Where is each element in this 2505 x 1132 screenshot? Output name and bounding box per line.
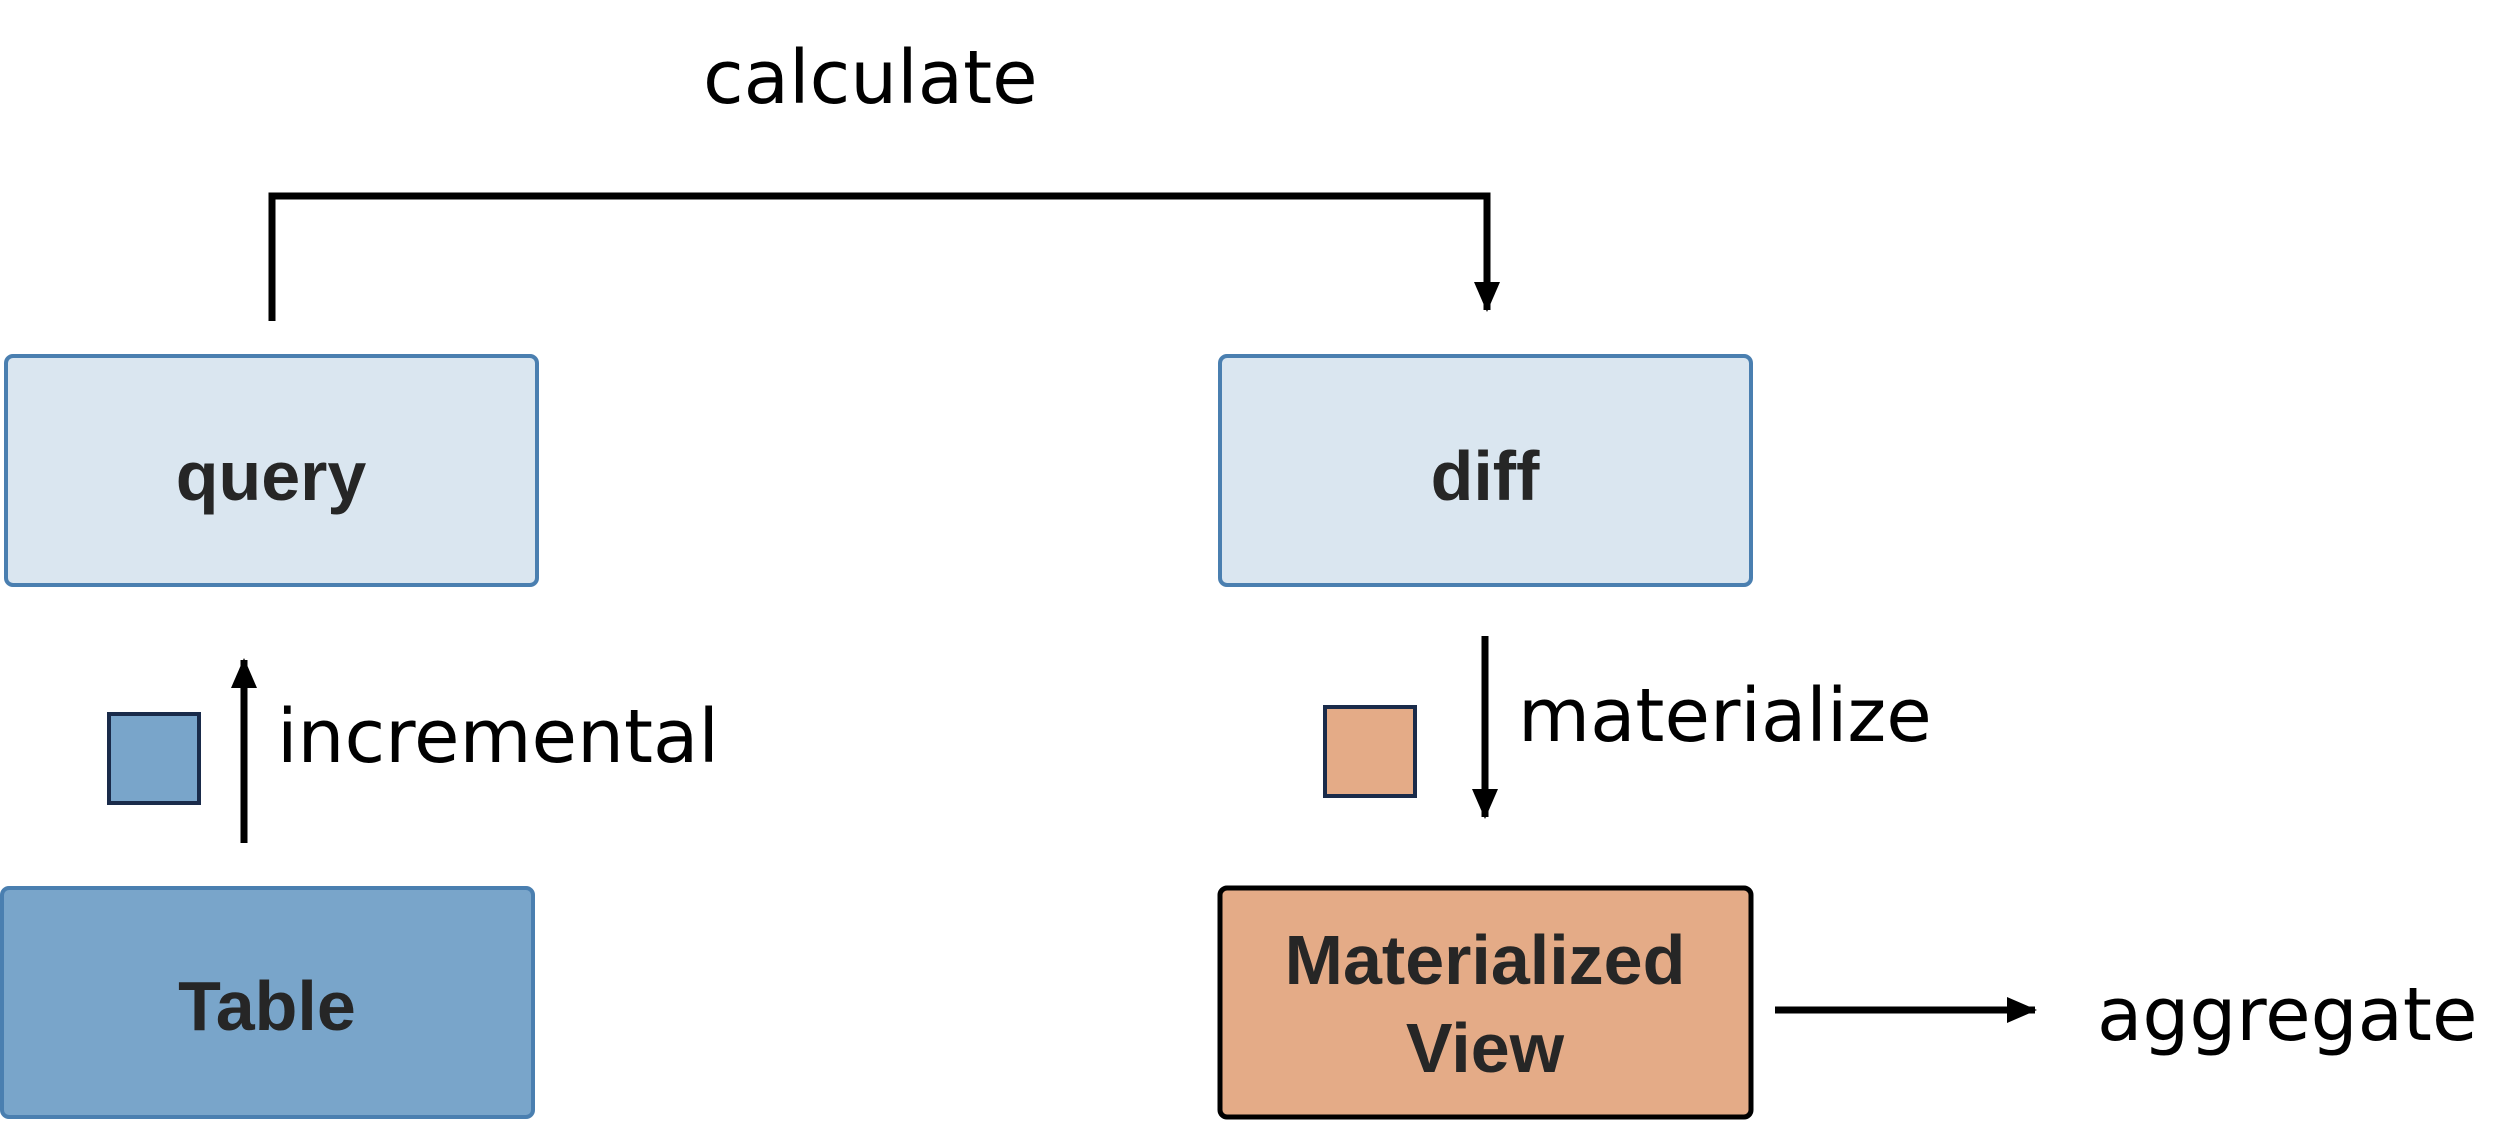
materialized-view-label-line2: View (1406, 1009, 1565, 1087)
materialized-view-label-line1: Materialized (1285, 921, 1686, 999)
incremental-data-square (107, 712, 201, 805)
calculate-connector (268, 192, 1500, 321)
table-node[interactable] (0, 886, 535, 1119)
calculate-label: calculate (703, 35, 1038, 121)
aggregate-label: aggregate (2097, 972, 2477, 1058)
diff-node[interactable] (1218, 354, 1753, 587)
materialize-data-square (1323, 705, 1417, 798)
materialize-label: materialize (1518, 673, 1932, 759)
query-node[interactable] (4, 354, 539, 587)
diff-node-label: diff (1431, 437, 1541, 515)
materialized-view-node[interactable] (1217, 885, 1754, 1120)
incremental-label: incremental (277, 694, 719, 780)
table-node-label: Table (178, 967, 356, 1045)
query-node-label: query (176, 437, 367, 515)
